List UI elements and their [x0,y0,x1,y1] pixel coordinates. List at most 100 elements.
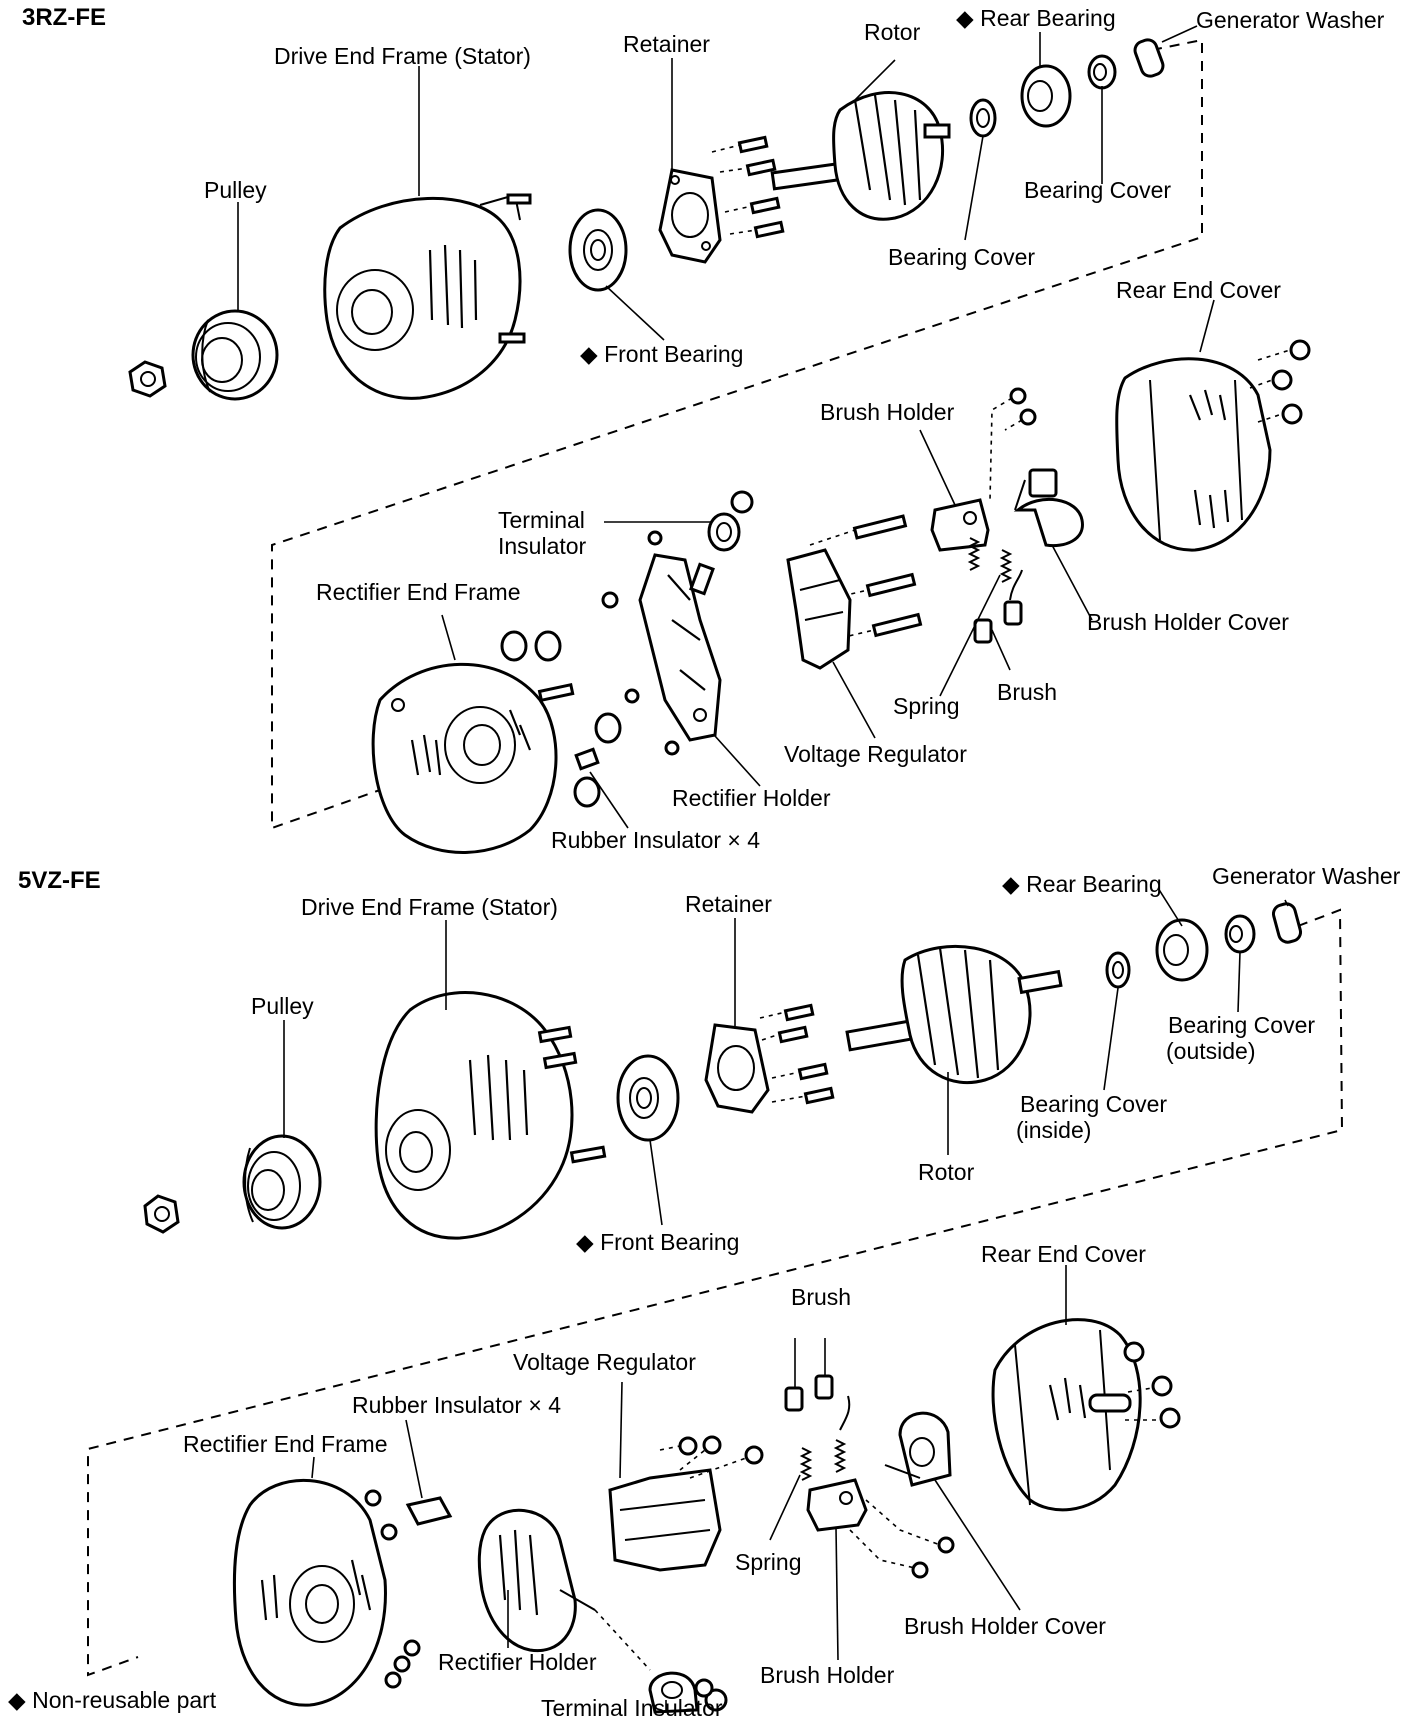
non-reusable-marker: ◆ [8,1687,26,1713]
label-terminal-insulator-line2: Insulator [498,533,587,559]
label-brush-holder-cover: Brush Holder Cover [1087,609,1289,635]
drive-end-frame [323,193,532,400]
drive-end-frame [374,991,607,1240]
generator-washer [1133,38,1165,78]
brush-holder-cover [884,1411,952,1487]
label-brush: Brush [791,1284,851,1310]
section-title-5vz-fe: 5VZ-FE [18,867,101,894]
terminal-insulator-bottom [648,1671,728,1714]
rectifier-end-frame [371,662,575,854]
label-brush: Brush [997,679,1057,705]
label-retainer: Retainer [685,891,772,917]
generator-washer [1271,902,1303,944]
label-retainer: Retainer [623,31,710,57]
label-pulley: Pulley [251,993,314,1019]
rear-end-cover-nuts [1123,1341,1181,1429]
voltage-regulator [608,1468,722,1572]
rectifier-end-frame [232,1478,421,1707]
label-rear-end-cover: Rear End Cover [1116,277,1281,303]
label-rubber-insulator: Rubber Insulator × 4 [352,1392,561,1418]
front-bearing [568,208,628,292]
section-3rz-fe: 3RZ-FE [22,4,1385,854]
rectifier-holder [601,530,722,756]
label-rotor: Rotor [918,1159,975,1185]
pulley [191,309,279,401]
legend-non-reusable-part: ◆ Non-reusable part [8,1687,217,1713]
assembly-path-bottom [87,908,1344,1677]
regulator-screws [809,514,923,641]
label-terminal-insulator: Terminal Insulator [541,1695,723,1718]
springs [967,537,1013,583]
rear-end-cover [991,1318,1142,1512]
section-5vz-fe: 5VZ-FE [18,863,1401,1718]
label-terminal-insulator-line1: Terminal [498,507,585,533]
non-reusable-marker: ◆ [580,341,598,367]
brush-holder [930,498,990,552]
pulley [242,1134,322,1230]
label-front-bearing: ◆ Front Bearing [576,1229,739,1255]
label-brush-holder: Brush Holder [820,399,955,425]
leader-lines-bottom [283,887,1289,1712]
springs [799,1395,851,1481]
brush-holder-screws [989,387,1037,501]
pulley-nut [143,1194,180,1234]
leader-lines-top [237,25,1215,829]
rear-end-cover-nuts [1249,339,1311,425]
brushes [784,1374,834,1412]
retainer [704,1023,770,1114]
label-generator-washer: Generator Washer [1212,863,1401,889]
bearing-cover-inside [1105,951,1131,989]
retainer-screws [759,1003,835,1105]
brushes [973,569,1023,644]
label-brush-holder: Brush Holder [760,1662,895,1688]
label-spring: Spring [893,693,959,719]
label-rectifier-end-frame: Rectifier End Frame [183,1431,388,1457]
label-rectifier-holder: Rectifier Holder [672,785,831,811]
label-front-bearing: ◆ Front Bearing [580,341,743,367]
label-rear-bearing: ◆ Rear Bearing [956,5,1116,31]
rubber-insulators-top [500,630,622,808]
section-title-3rz-fe: 3RZ-FE [22,4,106,31]
bearing-cover-outside [1224,914,1256,954]
label-voltage-regulator: Voltage Regulator [784,741,967,767]
label-pulley: Pulley [204,177,267,203]
bearing-cover-inner [969,98,997,138]
label-generator-washer: Generator Washer [1196,7,1385,33]
label-rubber-insulator: Rubber Insulator × 4 [551,827,760,853]
label-voltage-regulator: Voltage Regulator [513,1349,696,1375]
label-rotor: Rotor [864,19,921,45]
label-rectifier-end-frame: Rectifier End Frame [316,579,521,605]
assembly-path-top [271,38,1203,830]
bearing-cover-rear [1087,54,1117,90]
label-brush-holder-cover: Brush Holder Cover [904,1613,1106,1639]
brush-holder [806,1478,955,1579]
rear-end-cover [1115,357,1272,552]
label-drive-end-frame: Drive End Frame (Stator) [301,894,558,920]
front-bearing [616,1054,680,1142]
label-bearing-cover-outside-line2: (outside) [1166,1038,1255,1064]
brush-holder-cover [1013,468,1084,548]
label-bearing-cover: Bearing Cover [888,244,1035,270]
label-bearing-cover-inside-line1: Bearing Cover [1020,1091,1167,1117]
non-reusable-marker: ◆ [1002,871,1020,897]
label-spring: Spring [735,1549,801,1575]
rear-bearing [1020,64,1072,128]
label-bearing-cover-rear: Bearing Cover [1024,177,1171,203]
label-rear-bearing: ◆ Rear Bearing [1002,871,1162,897]
label-drive-end-frame: Drive End Frame (Stator) [274,43,531,69]
voltage-regulator [786,548,852,670]
rectifier-holder [477,1508,651,1671]
pulley-nut [128,360,167,398]
rotor [845,944,1063,1085]
label-rectifier-holder: Rectifier Holder [438,1649,597,1675]
retainer-screws [711,135,785,239]
regulator-screws [659,1435,764,1479]
rear-bearing [1155,918,1209,982]
label-bearing-cover-outside-line1: Bearing Cover [1168,1012,1315,1038]
rotor [770,91,951,221]
non-reusable-marker: ◆ [576,1229,594,1255]
terminal-insulator-top [707,490,754,552]
rubber-insulators-bottom [405,1496,453,1526]
retainer [658,168,722,264]
